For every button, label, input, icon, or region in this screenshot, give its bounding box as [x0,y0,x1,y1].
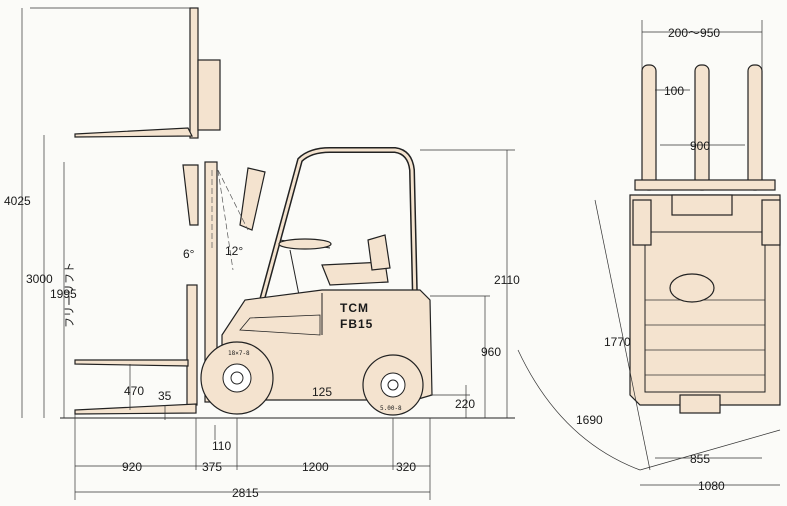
dim-lift-height: 3000 [26,272,53,286]
dim-overall-length: 2815 [232,486,259,500]
dim-fork-length: 920 [122,460,142,474]
dim-tread: 1770 [604,335,631,349]
forks [74,359,197,415]
dim-mast-clearance: 110 [212,439,231,453]
dim-wheelbase: 1200 [302,460,329,474]
tilt-back-angle: 12° [225,244,243,258]
front-dimensions: 1770 1690 855 1080 [517,199,781,493]
dim-max-lift-height: 4025 [4,194,31,208]
vertical-dimensions-left: 4025 3000 1995 470 35 フリーリフト [4,8,172,420]
mast [182,161,266,406]
dim-fork-spread: 200～950 [668,26,720,40]
dim-fork-thickness: 35 [158,389,172,403]
horizontal-dimensions: 110 920 375 1200 320 2815 [74,414,431,500]
tilt-forward-angle: 6° [183,247,195,261]
front-mast: 100 900 [634,64,776,191]
seat-and-steering [278,234,391,301]
dim-front-overhang: 375 [202,460,222,474]
rear-wheel: 5.00-8 [362,354,424,416]
dim-turning-radius: 1690 [576,413,603,427]
dim-track: 855 [690,452,710,466]
dim-free-lift: 470 [124,384,144,398]
dim-overall-width: 1080 [698,479,725,493]
front-body [629,194,781,414]
brand-label: TCM [340,301,369,315]
dim-seat-height: 960 [481,345,501,359]
raised-fork-carriage [30,7,221,139]
overhead-guard [259,147,418,301]
dim-mid-clearance: 125 [312,385,332,399]
rear-tyre-size: 5.00-8 [380,405,402,412]
front-wheel: 18×7-8 [200,341,274,415]
dim-mast-width: 900 [690,139,710,153]
dim-rear-overhang: 320 [396,460,416,474]
front-tyre-size: 18×7-8 [228,350,250,357]
dim-overhead-guard-height: 2110 [494,273,520,287]
model-label: FB15 [340,317,373,331]
dim-lowered-mast-height: 1995 [50,287,77,301]
front-view: 200～950 100 900 [517,20,781,493]
free-lift-label: フリーリフト [63,262,76,328]
dim-rear-clearance: 220 [455,397,475,411]
vertical-dimensions-right: 2110 960 220 125 [280,149,520,418]
side-view: TCM FB15 18×7-8 5.00-8 4025 3000 1 [4,7,520,500]
dim-fork-width: 100 [664,84,684,98]
